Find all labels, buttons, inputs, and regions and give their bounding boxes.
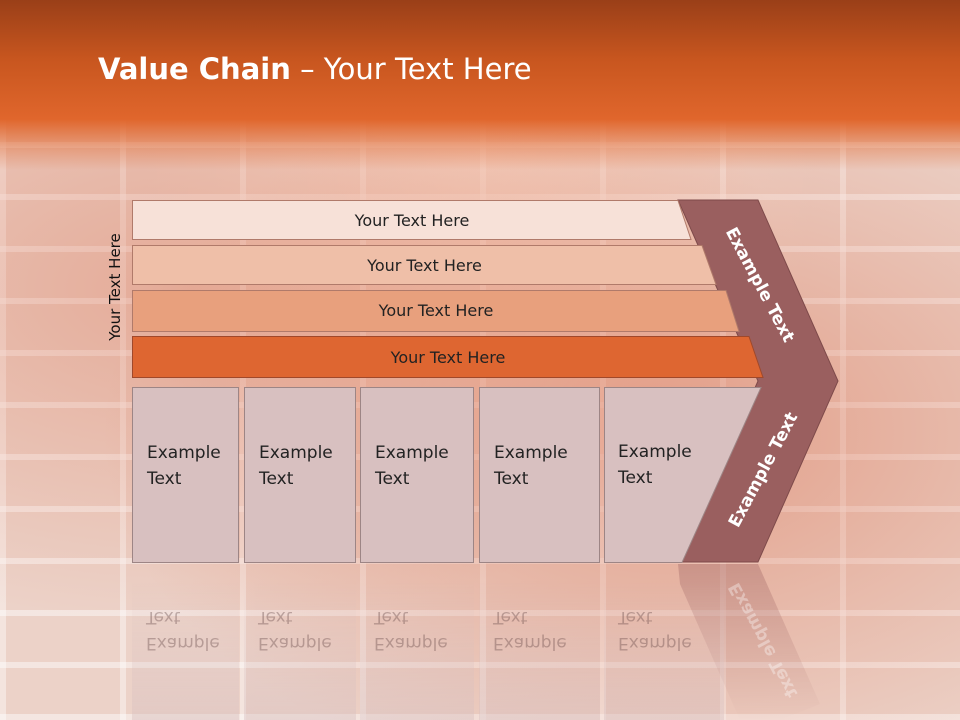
column-3-reflection: Example Text (360, 565, 474, 720)
bar-2-label: Your Text Here (367, 255, 482, 275)
column-1-reflection: Example Text (132, 565, 239, 720)
slide-title: Value Chain – Your Text Here (98, 52, 532, 86)
column-1-reflection-line2: Text (146, 607, 181, 627)
column-2-line2: Text (259, 469, 294, 489)
bar-4: Your Text Here (132, 336, 764, 378)
title-bold: Value Chain (98, 52, 291, 86)
column-1: Example Text (132, 387, 239, 563)
column-4-reflection-line1: Example (493, 633, 567, 653)
column-3-reflection-line2: Text (374, 607, 409, 627)
column-4: Example Text (479, 387, 600, 563)
side-label: Your Text Here (106, 233, 124, 341)
column-1-line1: Example (147, 443, 221, 463)
column-4-line1: Example (494, 443, 568, 463)
column-4-line2: Text (494, 469, 529, 489)
column-5-reflection-line1: Example (618, 633, 692, 653)
column-2-reflection-line1: Example (258, 633, 332, 653)
column-5: Example Text (604, 387, 766, 563)
bar-4-label: Your Text Here (390, 347, 506, 367)
bar-2: Your Text Here (132, 245, 717, 285)
column-2-line1: Example (259, 443, 333, 463)
bar-3-label: Your Text Here (378, 300, 494, 320)
header-band (0, 0, 960, 170)
column-5-line1: Example (618, 442, 692, 462)
column-3: Example Text (360, 387, 474, 563)
bar-4-shape (132, 336, 764, 378)
column-4-reflection: Example Text (479, 565, 600, 720)
column-3-reflection-line1: Example (374, 633, 448, 653)
bar-2-shape (132, 245, 717, 285)
bar-1: Your Text Here (132, 200, 692, 240)
column-2-reflection: Example Text (244, 565, 356, 720)
column-3-line2: Text (375, 469, 410, 489)
bar-3: Your Text Here (132, 290, 740, 332)
column-5-line2: Text (618, 468, 653, 488)
bar-3-shape (132, 290, 740, 332)
bar-1-shape (132, 200, 692, 240)
column-4-reflection-line2: Text (493, 607, 528, 627)
column-1-line2: Text (147, 469, 182, 489)
column-3-line1: Example (375, 443, 449, 463)
column-1-reflection-line1: Example (146, 633, 220, 653)
bar-1-label: Your Text Here (354, 210, 470, 230)
chevron-reflection (678, 564, 820, 720)
column-2-reflection-line2: Text (258, 607, 293, 627)
title-rest: – Your Text Here (290, 52, 532, 86)
column-5-reflection-line2: Text (618, 607, 653, 627)
column-5-reflection: Example Text (604, 565, 724, 720)
column-2: Example Text (244, 387, 356, 563)
column-5-shape (604, 387, 762, 563)
